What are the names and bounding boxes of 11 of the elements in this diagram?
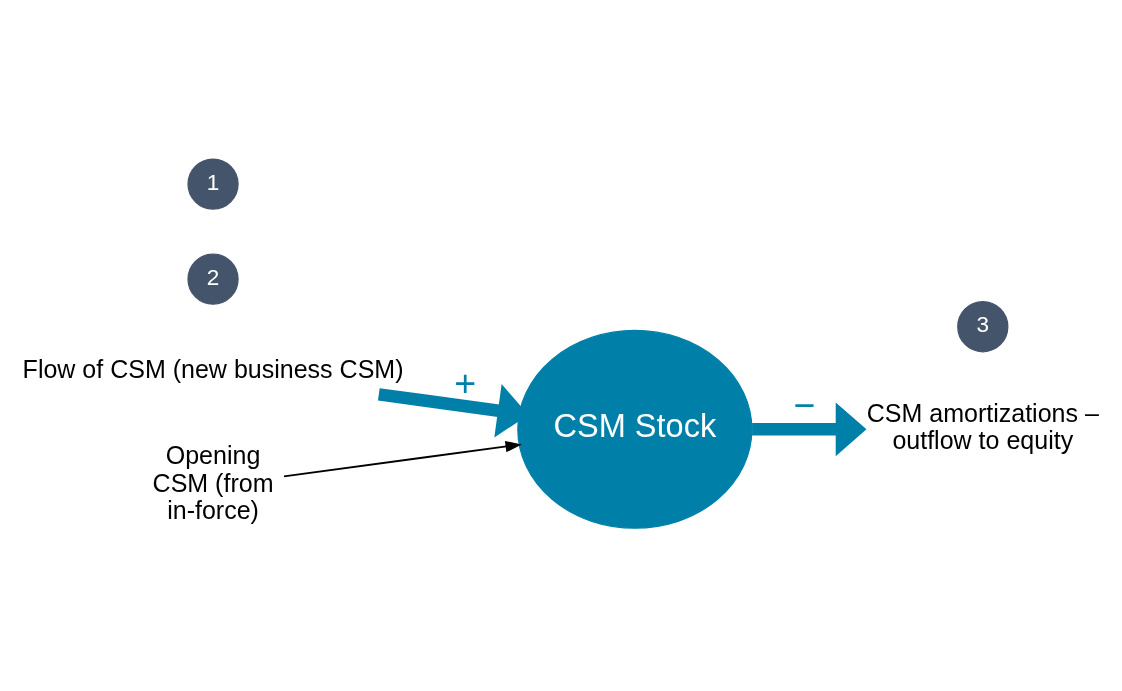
arrow: [752, 402, 867, 457]
node-text: Opening CSM (from in-force): [152, 441, 274, 525]
node-text: CSM amortizations – outflow to equity: [866, 398, 1099, 455]
node-ellipse: CSM Stock: [517, 329, 753, 529]
node-text: Flow of CSM (new business CSM): [22, 355, 404, 384]
node-circle: 3: [957, 301, 1009, 353]
edge-label: −: [793, 384, 816, 427]
edge-label: +: [454, 361, 477, 404]
node-circle: 2: [187, 253, 239, 305]
arrow: [283, 440, 522, 478]
node-circle: 1: [187, 158, 239, 210]
